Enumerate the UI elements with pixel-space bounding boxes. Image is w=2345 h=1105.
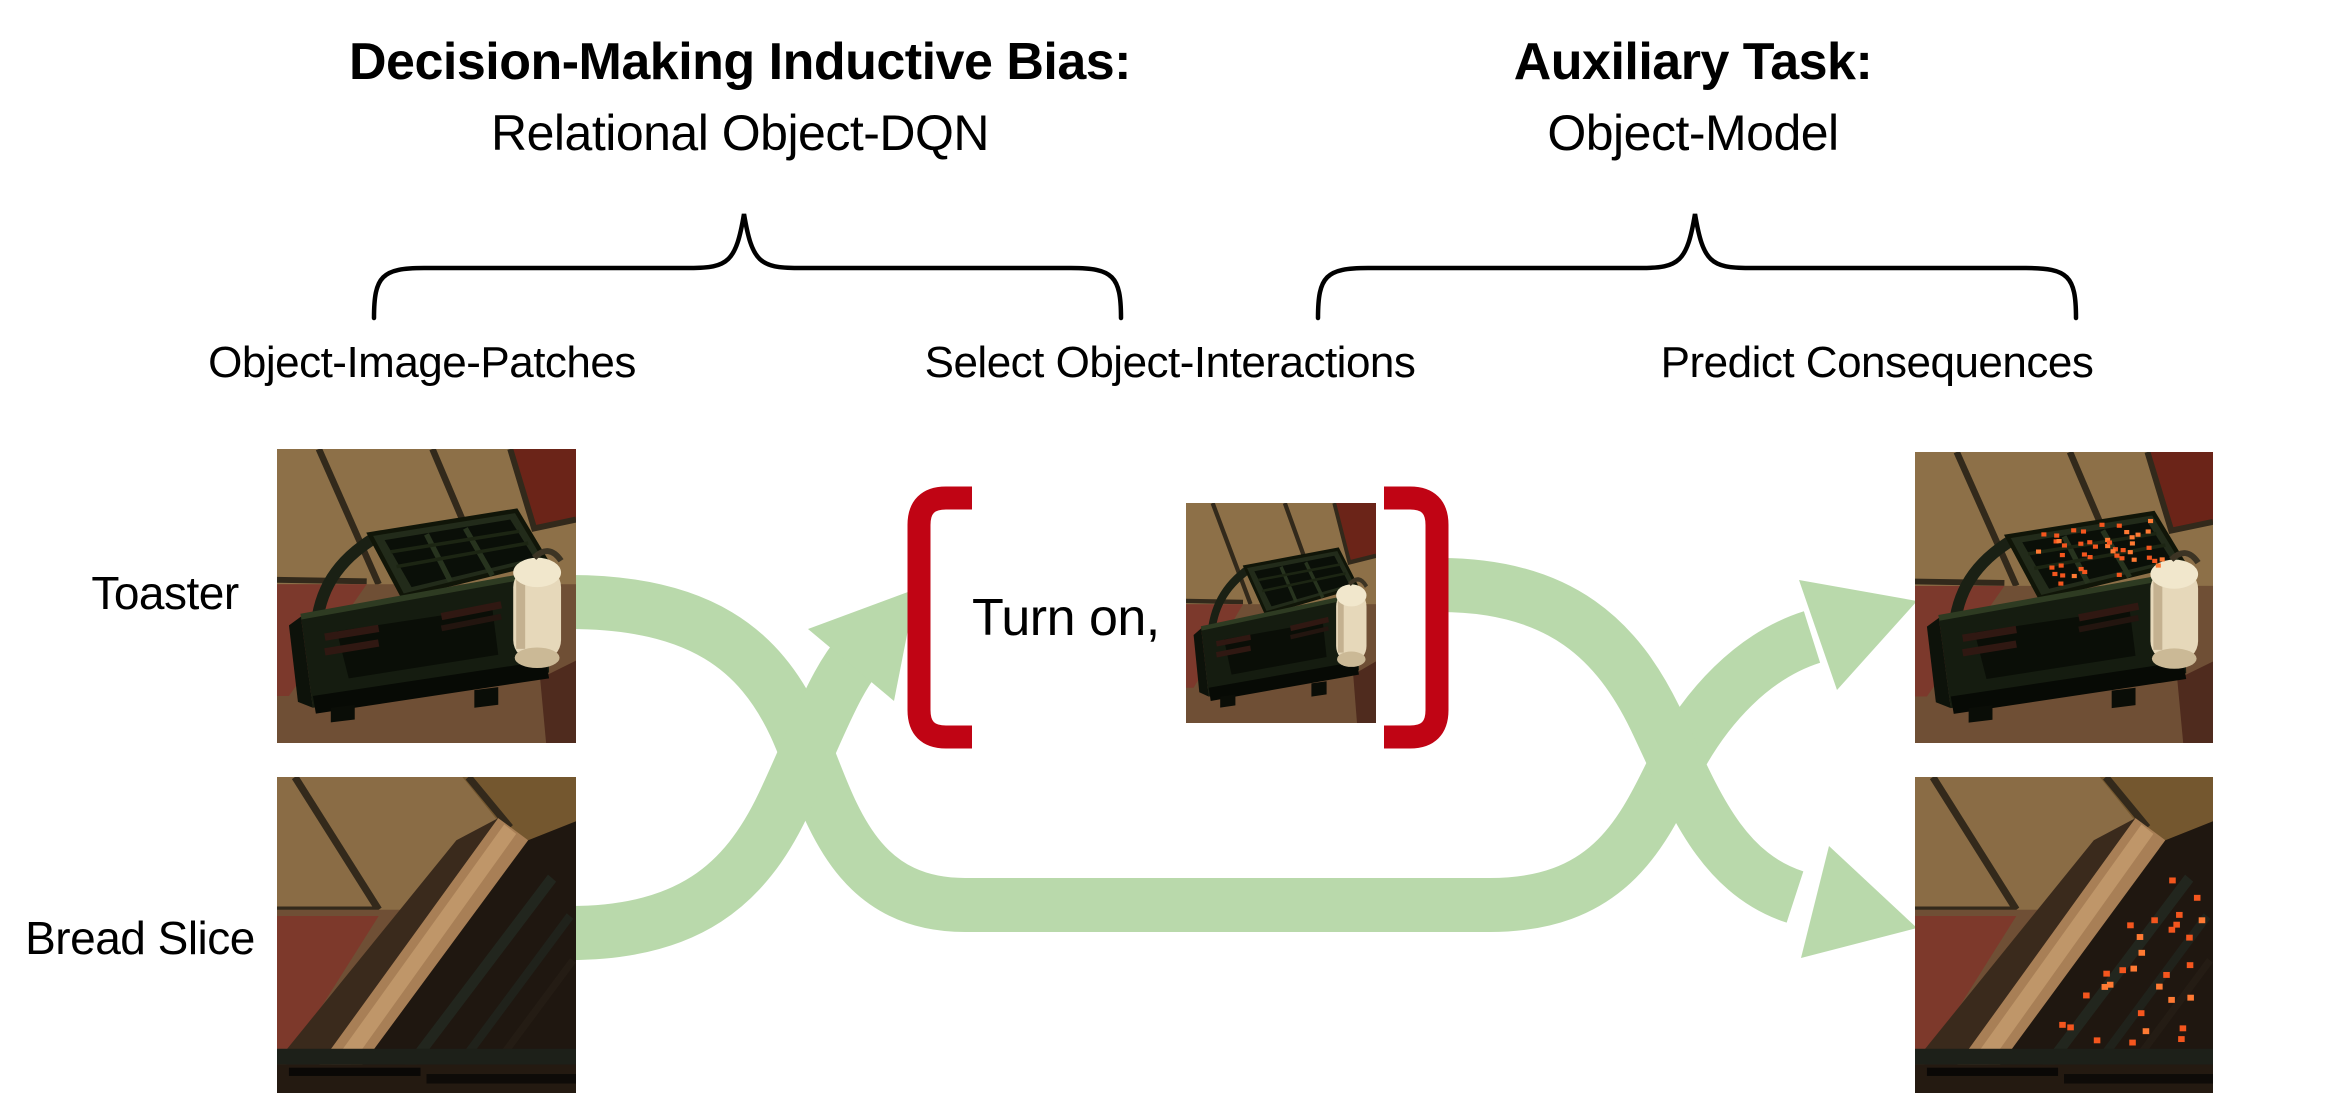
row-label-bread-slice: Bread Slice — [25, 912, 255, 964]
right-heading-title: Auxiliary Task: — [1513, 33, 1873, 91]
column-label-predict-consequences: Predict Consequences — [1660, 338, 2094, 387]
bread-to-interaction-arrow — [569, 589, 916, 960]
row-label-toaster: Toaster — [91, 567, 239, 619]
column-label-object-image-patches: Object-Image-Patches — [208, 338, 636, 387]
column-label-select-object-interactions: Select Object-Interactions — [924, 338, 1416, 387]
toaster-to-consequence-arrow — [569, 575, 1917, 932]
left-heading: Decision-Making Inductive Bias: Relation… — [330, 36, 1150, 158]
tuple-action-label: Turn on, — [972, 589, 1160, 647]
tuple-toaster-image — [1186, 503, 1376, 723]
right-heading-subtitle: Object-Model — [1547, 105, 1839, 161]
left-brace — [371, 213, 1124, 321]
right-brace — [1315, 213, 2079, 321]
right-heading: Auxiliary Task: Object-Model — [1363, 36, 2023, 158]
toaster-consequence-image — [1915, 452, 2213, 743]
left-heading-subtitle: Relational Object-DQN — [490, 105, 990, 161]
open-bracket — [907, 486, 972, 749]
bread-consequence-image — [1915, 777, 2213, 1093]
interaction-to-consequence-arrow — [1439, 558, 1917, 958]
left-heading-title: Decision-Making Inductive Bias: — [349, 33, 1132, 91]
close-bracket — [1384, 486, 1449, 749]
